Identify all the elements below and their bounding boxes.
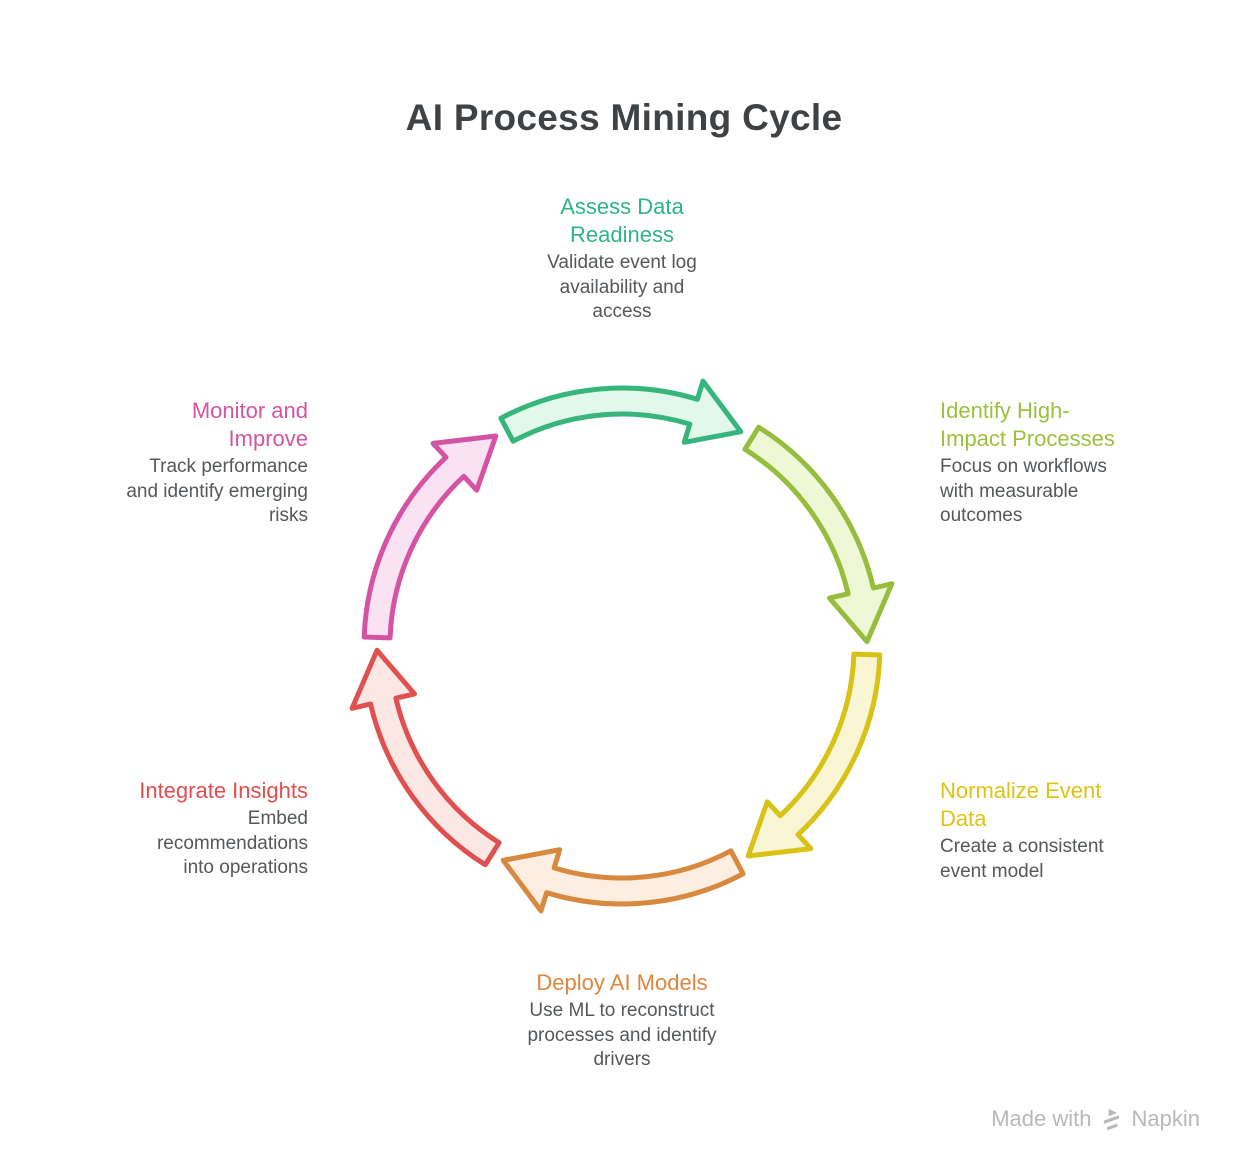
cycle-arrow-assess-data-readiness <box>498 378 744 445</box>
step-title: Assess Data Readiness <box>560 194 684 247</box>
step-deploy-ai-models: Deploy AI Models Use ML to reconstruct p… <box>452 969 792 1073</box>
cycle-arrow-integrate-insights <box>349 647 502 868</box>
step-normalize-event-data: Normalize Event Data Create a consistent… <box>940 777 1190 884</box>
step-description: Embed recommendations into operations <box>156 808 308 878</box>
step-integrate-insights: Integrate Insights Embed recommendations… <box>48 777 308 881</box>
step-description: Validate event log availability and acce… <box>547 252 697 322</box>
step-identify-high-impact-processes: Identify High- Impact Processes Focus on… <box>940 397 1190 529</box>
step-title: Identify High- Impact Processes <box>940 398 1115 451</box>
attribution-brand: Napkin <box>1131 1106 1200 1131</box>
napkin-logo-icon <box>1103 1108 1119 1131</box>
page-title: AI Process Mining Cycle <box>405 97 843 138</box>
step-monitor-and-improve: Monitor and Improve Track performance an… <box>48 397 308 529</box>
attribution: Made with Napkin <box>991 1106 1200 1132</box>
step-title: Monitor and Improve <box>191 398 308 451</box>
step-description: Focus on workflows with measurable outco… <box>940 456 1107 526</box>
step-assess-data-readiness: Assess Data Readiness Validate event log… <box>452 193 792 325</box>
cycle-arrow-deploy-ai-models <box>500 847 746 914</box>
step-title: Deploy AI Models <box>536 970 708 995</box>
step-description: Track performance and identify emerging … <box>126 456 308 526</box>
step-title: Normalize Event Data <box>940 778 1102 831</box>
step-description: Create a consistent event model <box>940 836 1104 882</box>
attribution-prefix: Made with <box>991 1106 1092 1131</box>
step-title: Integrate Insights <box>139 778 308 803</box>
cycle-arrow-normalize-event-data <box>745 651 883 859</box>
step-description: Use ML to reconstruct processes and iden… <box>527 1000 717 1070</box>
cycle-arrow-identify-high-impact-processes <box>742 424 895 645</box>
cycle-arrow-monitor-and-improve <box>361 433 499 641</box>
